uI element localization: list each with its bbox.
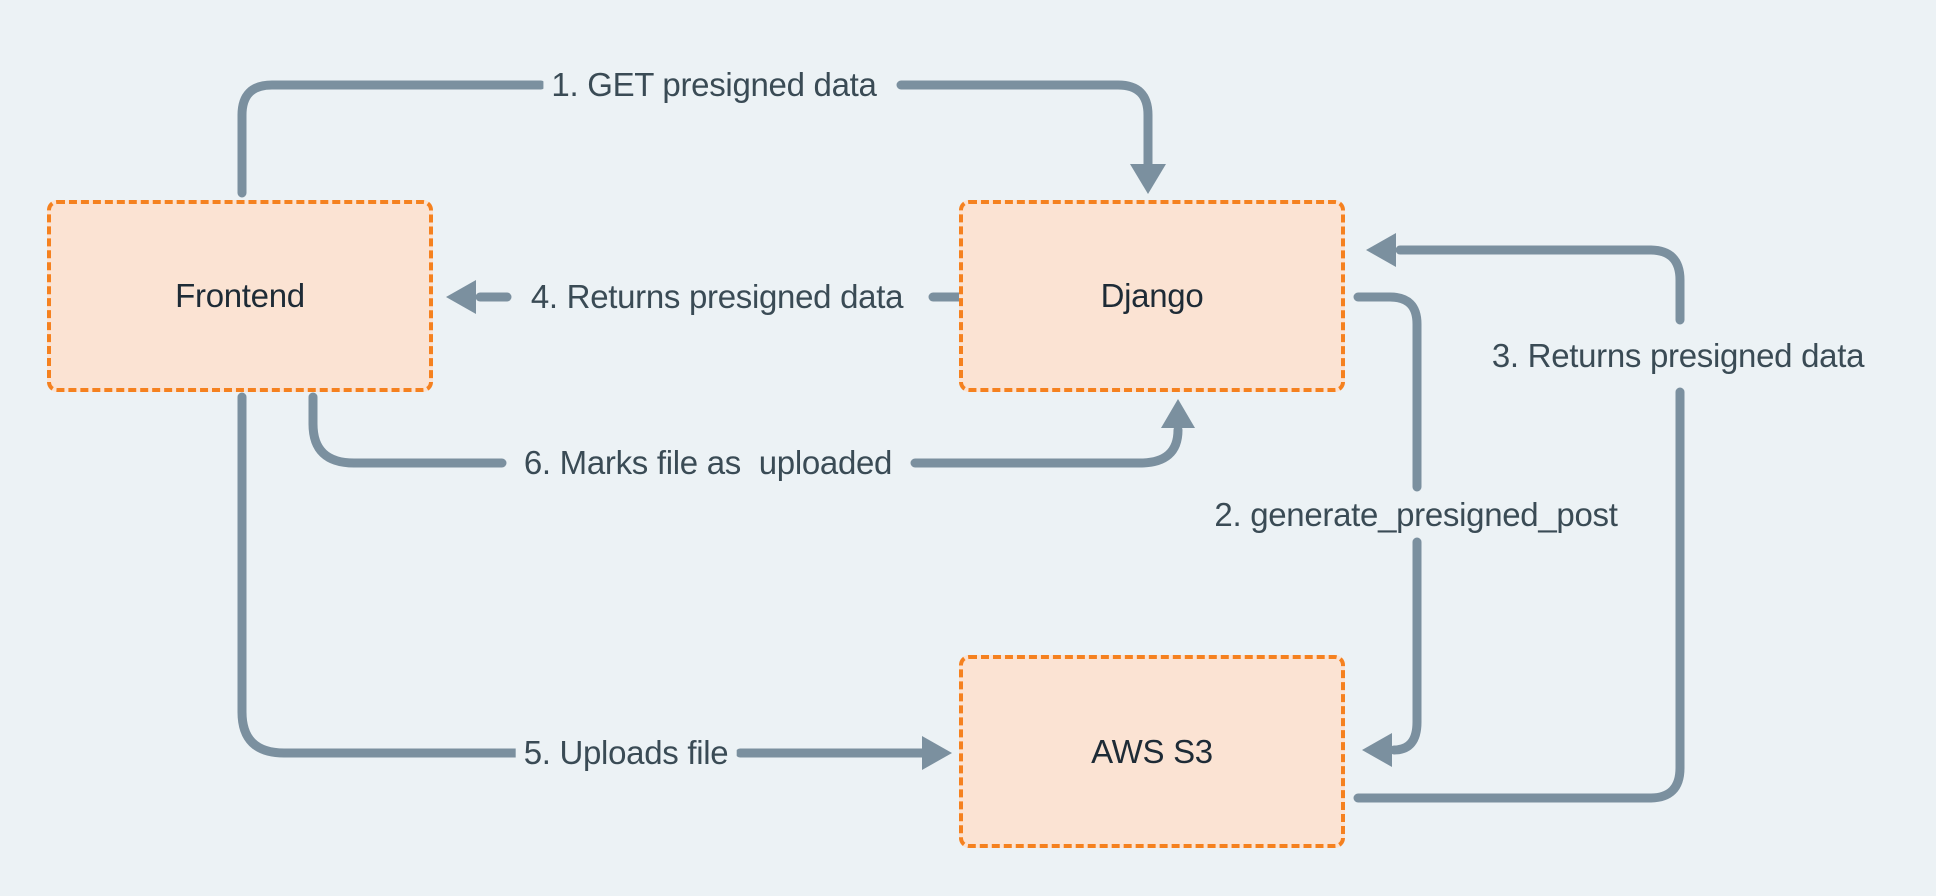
edge-label-marks-file-uploaded: 6. Marks file as uploaded [515, 442, 901, 484]
edge-4-arrowhead [446, 280, 476, 314]
edge-1-line-left [237, 80, 546, 198]
node-django: Django [959, 200, 1345, 392]
edge-1-arrowhead [1130, 164, 1166, 194]
edge-label-generate-presigned-post: 2. generate_presigned_post [1206, 494, 1626, 536]
node-django-label: Django [1100, 277, 1204, 314]
edge-6-line-right [910, 425, 1183, 468]
edge-label-uploads-file: 5. Uploads file [515, 732, 737, 774]
edge-5-line-left [237, 392, 521, 758]
edge-3-line-bottom [1353, 387, 1685, 803]
node-aws-s3-label: AWS S3 [1091, 732, 1213, 770]
edge-label-returns-presigned-data-frontend: 4. Returns presigned data [522, 276, 912, 318]
edge-label-get-presigned-data: 1. GET presigned data [543, 64, 885, 106]
edge-2-line-top [1353, 292, 1422, 492]
edge-5-arrowhead [922, 736, 952, 770]
node-aws-s3: AWS S3 [959, 655, 1345, 848]
edge-3-arrowhead [1366, 233, 1396, 267]
edge-1-line-right [896, 80, 1153, 173]
node-frontend: Frontend [47, 200, 433, 392]
edge-2-line-bottom [1389, 537, 1422, 755]
edge-label-returns-presigned-data-s3: 3. Returns presigned data [1483, 335, 1873, 377]
edge-6-line-left [308, 392, 507, 468]
edge-2-arrowhead [1362, 733, 1392, 767]
node-frontend-label: Frontend [175, 277, 305, 314]
edge-3-line-top [1395, 245, 1685, 325]
edge-6-arrowhead [1161, 399, 1195, 428]
